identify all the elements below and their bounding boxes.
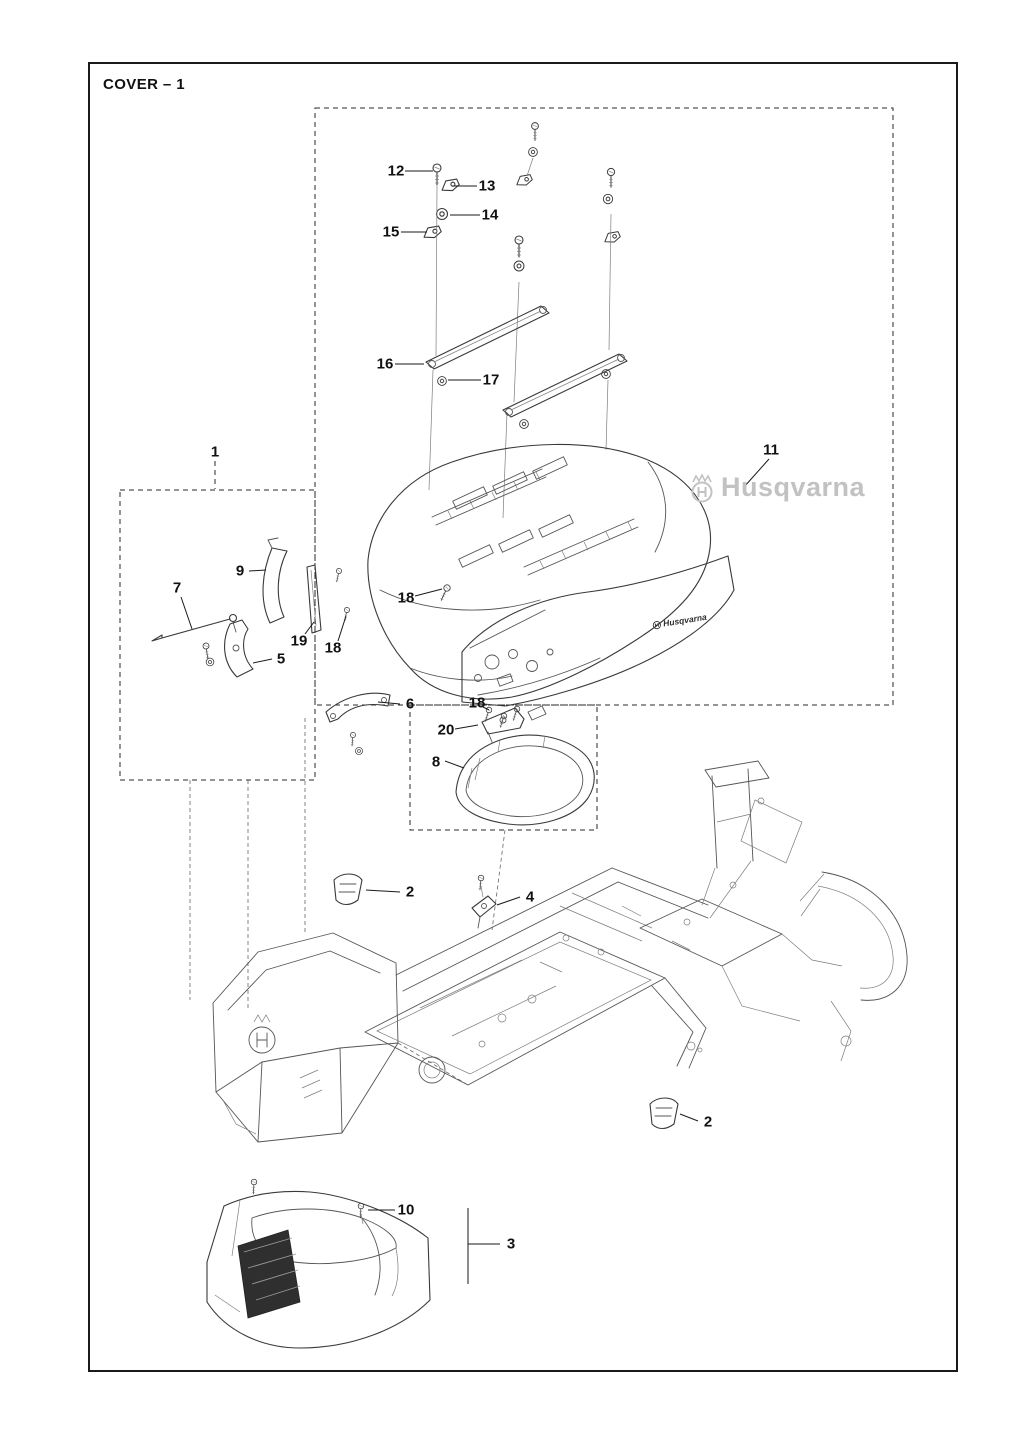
husqvarna-watermark: Husqvarna	[688, 472, 865, 503]
callout-8: 8	[431, 753, 441, 771]
bottom-cover-drawing	[206, 1178, 431, 1349]
front-cowl-drawing	[461, 555, 735, 707]
callout-4: 4	[525, 888, 535, 906]
callout-16: 16	[376, 355, 394, 373]
callout-19: 19	[290, 632, 308, 650]
callout-5: 5	[276, 650, 286, 668]
husqvarna-crown-logo-icon	[691, 472, 713, 502]
support-rails-drawing	[425, 305, 628, 418]
callout-17: 17	[482, 371, 500, 389]
callout-3: 3	[506, 1235, 516, 1253]
top-cover-drawing	[367, 443, 712, 700]
left-small-parts-drawing	[151, 537, 452, 755]
callout-11: 11	[763, 441, 779, 459]
callout-18-c: 18	[468, 694, 486, 712]
callout-9: 9	[235, 562, 245, 580]
clamps-and-bracket-drawing	[333, 873, 679, 1130]
cover-brand-crown-icon	[652, 620, 661, 629]
page-border	[88, 62, 958, 1372]
callout-6: 6	[405, 695, 415, 713]
callout-20: 20	[437, 721, 455, 739]
page-title: COVER – 1	[103, 76, 185, 93]
callout-leader-lines	[180, 170, 770, 1284]
callout-12: 12	[387, 162, 405, 180]
callout-2-b: 2	[703, 1113, 713, 1131]
callout-13: 13	[478, 177, 496, 195]
latch-and-lamp-cover-drawing	[455, 705, 595, 826]
callout-7: 7	[172, 579, 182, 597]
callout-14: 14	[481, 206, 499, 224]
chassis-frame-drawing	[212, 760, 908, 1143]
callout-2-a: 2	[405, 883, 415, 901]
callout-1: 1	[210, 443, 220, 461]
callout-18-a: 18	[397, 589, 415, 607]
top-fasteners-drawing	[421, 122, 622, 519]
dashed-group-boxes	[119, 107, 894, 1008]
watermark-text: Husqvarna	[721, 472, 866, 502]
callout-18-b: 18	[324, 639, 342, 657]
cover-brand-label: Husqvarna	[652, 612, 707, 630]
callout-15: 15	[382, 223, 400, 241]
callout-10: 10	[397, 1201, 415, 1219]
